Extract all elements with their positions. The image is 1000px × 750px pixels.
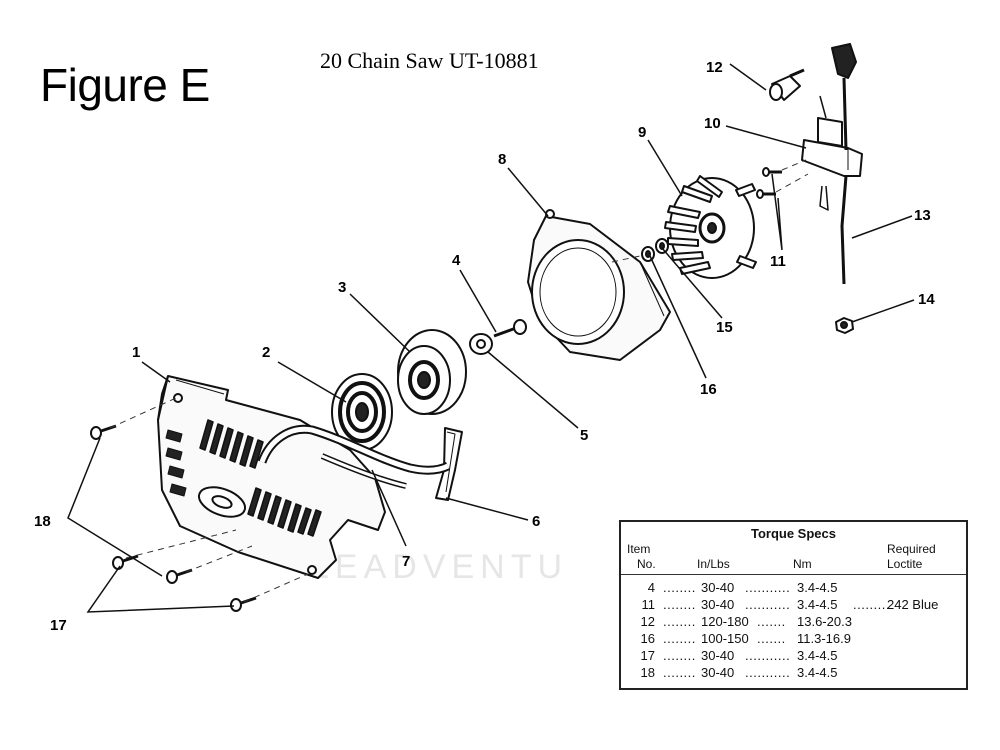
- torque-row: 12........ 120-180....... 13.6-20.3: [621, 614, 966, 631]
- callout-14: 14: [918, 291, 935, 308]
- ignition-module-part-10: [801, 95, 863, 177]
- leader-dots: ...........: [745, 580, 791, 595]
- spark-plug-part-12: [769, 68, 805, 101]
- rewind-spring-part-2: [331, 373, 393, 451]
- torque-item-no: 11: [641, 597, 656, 612]
- leader-dots: ........: [663, 614, 696, 629]
- pulley-part-3: [397, 329, 467, 415]
- torque-inlbs: 100-150: [701, 631, 749, 646]
- callout-3: 3: [338, 279, 346, 296]
- callout-13: 13: [914, 207, 931, 224]
- leader-dots: .......: [757, 631, 786, 646]
- callout-18: 18: [34, 513, 51, 530]
- screws-part-11: [756, 167, 782, 199]
- fan-housing-part-8: [527, 209, 671, 361]
- torque-row: 11........ 30-40........... 3.4-4.5.......…: [621, 597, 966, 614]
- torque-nm: 11.3-16.9: [797, 631, 851, 646]
- leader-lines: [67, 63, 915, 613]
- torque-nm: 13.6-20.3: [797, 614, 852, 629]
- torque-item-no: 16: [640, 631, 655, 646]
- leader-dots: ...........: [745, 665, 791, 680]
- torque-row: 4........ 30-40........... 3.4-4.5: [621, 580, 966, 597]
- callout-8: 8: [498, 151, 506, 168]
- torque-loctite: 242 Blue: [887, 597, 939, 612]
- header-item: Item No.: [627, 542, 656, 572]
- torque-inlbs: 30-40: [701, 665, 735, 680]
- leader-dots: ........: [663, 580, 696, 595]
- leader-dots: ...........: [745, 597, 791, 612]
- callout-7: 7: [402, 553, 410, 570]
- header-rule: [621, 574, 966, 575]
- callout-4: 4: [452, 252, 461, 269]
- nut-part-14: [835, 317, 854, 334]
- torque-item-no: 4: [647, 580, 655, 595]
- header-item-line1: Item: [627, 542, 651, 556]
- callout-11: 11: [770, 253, 786, 270]
- torque-nm: 3.4-4.5: [797, 665, 838, 680]
- leader-dots: ........: [663, 597, 696, 612]
- watermark: LEADVENTU: [310, 548, 568, 586]
- callout-15: 15: [716, 319, 733, 336]
- callout-9: 9: [638, 124, 646, 141]
- header-loctite-line1: Required: [887, 542, 936, 556]
- header-nm: Nm: [793, 557, 812, 571]
- header-item-line2: No.: [637, 557, 656, 571]
- leader-dots: ...........: [745, 648, 791, 663]
- torque-item-no: 17: [640, 648, 655, 663]
- torque-nm: 3.4-4.5: [797, 648, 838, 663]
- header-inlbs: In/Lbs: [697, 557, 730, 571]
- torque-nm: 3.4-4.5: [797, 597, 838, 612]
- torque-inlbs: 30-40: [701, 648, 735, 663]
- figure-title: 20 Chain Saw UT-10881: [320, 48, 539, 73]
- screws-part-17: [112, 554, 257, 612]
- leader-dots: ........: [663, 665, 696, 680]
- torque-specs-table: Torque Specs Item No. In/Lbs Nm Required…: [619, 520, 968, 690]
- washer-part-15: [655, 238, 669, 254]
- callout-2: 2: [262, 344, 270, 361]
- figure-label: Figure E: [40, 59, 210, 111]
- starter-handle-part-6: [435, 427, 463, 501]
- ht-lead-part-13: [819, 43, 857, 285]
- header-loctite: Required Loctite: [887, 542, 936, 572]
- leader-dots: ........: [663, 631, 696, 646]
- torque-inlbs: 30-40: [701, 597, 735, 612]
- torque-specs-title: Torque Specs: [750, 526, 836, 541]
- callout-17: 17: [50, 617, 67, 634]
- header-loctite-line2: Loctite: [887, 557, 923, 571]
- callout-5: 5: [580, 427, 588, 444]
- leader-dots: .......: [757, 614, 786, 629]
- callout-6: 6: [532, 513, 540, 530]
- torque-nm: 3.4-4.5: [797, 580, 838, 595]
- leader-dots: ........: [663, 648, 696, 663]
- torque-row: 16........ 100-150....... 11.3-16.9: [621, 631, 966, 648]
- callout-10: 10: [704, 115, 721, 132]
- callout-1: 1: [132, 344, 140, 361]
- starter-rope-part-7: [257, 424, 451, 489]
- torque-inlbs: 120-180: [701, 614, 749, 629]
- flywheel-part-9: [664, 175, 757, 279]
- callout-12: 12: [706, 59, 723, 76]
- starter-housing-part-1: [157, 375, 386, 579]
- washer-part-5: [469, 333, 493, 355]
- assembly-lines: [109, 159, 809, 603]
- callout-16: 16: [700, 381, 717, 398]
- screw-part-4: [493, 319, 527, 338]
- torque-inlbs: 30-40: [701, 580, 735, 595]
- torque-item-no: 12: [640, 614, 655, 629]
- leader-dots: .........: [853, 597, 891, 612]
- torque-item-no: 18: [640, 665, 655, 680]
- torque-row: 17........ 30-40........... 3.4-4.5: [621, 648, 966, 665]
- nut-part-16: [641, 246, 655, 262]
- torque-row: 18........ 30-40........... 3.4-4.5: [621, 665, 966, 682]
